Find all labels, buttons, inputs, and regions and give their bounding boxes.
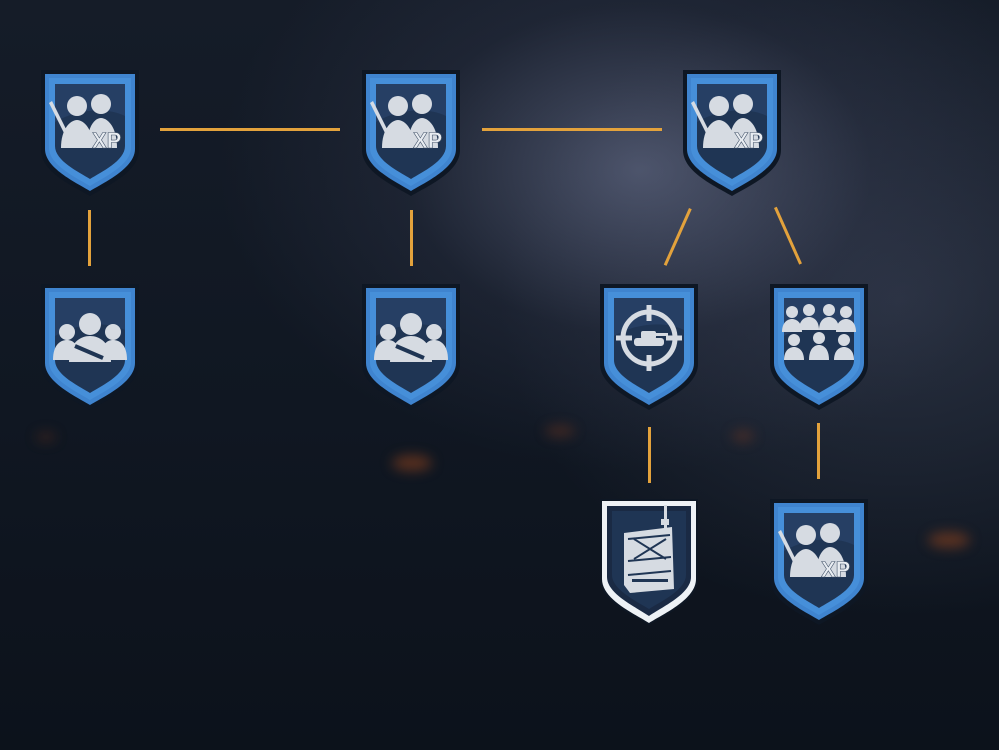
ember-glow xyxy=(732,430,754,442)
squad-comms-icon xyxy=(53,313,127,362)
squad-comms-icon xyxy=(374,313,448,362)
squad-xp-icon xyxy=(778,523,846,577)
skill-node-xp-3[interactable]: XP xyxy=(677,66,787,198)
squad-xp-icon xyxy=(370,94,438,148)
connector-line xyxy=(648,427,651,483)
skill-node-xp-2[interactable]: XP xyxy=(356,66,466,198)
connector-line xyxy=(817,423,820,479)
connector-line xyxy=(774,206,802,265)
platoon-icon xyxy=(782,304,856,360)
ember-glow xyxy=(392,455,432,471)
skill-node-xp-1[interactable]: XP xyxy=(35,66,145,198)
skill-node-squad-1[interactable] xyxy=(35,280,145,412)
svg-text:XP: XP xyxy=(92,128,121,153)
squad-xp-icon xyxy=(49,94,117,148)
radio-backpack-icon xyxy=(624,505,674,593)
ember-glow xyxy=(928,532,970,548)
svg-text:XP: XP xyxy=(821,557,850,582)
skill-node-radio-selected[interactable] xyxy=(594,495,704,627)
squad-xp-icon xyxy=(691,94,759,148)
skill-node-xp-4[interactable]: XP xyxy=(764,495,874,627)
connector-line xyxy=(482,128,662,131)
ember-glow xyxy=(36,432,56,442)
connector-line xyxy=(88,210,91,266)
ember-glow xyxy=(545,425,575,437)
connector-line xyxy=(663,208,692,266)
connector-line xyxy=(160,128,340,131)
skill-node-squad-2[interactable] xyxy=(356,280,466,412)
skill-node-platoon[interactable] xyxy=(764,280,874,412)
svg-text:XP: XP xyxy=(413,128,442,153)
svg-text:XP: XP xyxy=(734,128,763,153)
connector-line xyxy=(410,210,413,266)
skill-node-tank-target[interactable] xyxy=(594,280,704,412)
tank-crosshair-icon xyxy=(616,305,682,371)
